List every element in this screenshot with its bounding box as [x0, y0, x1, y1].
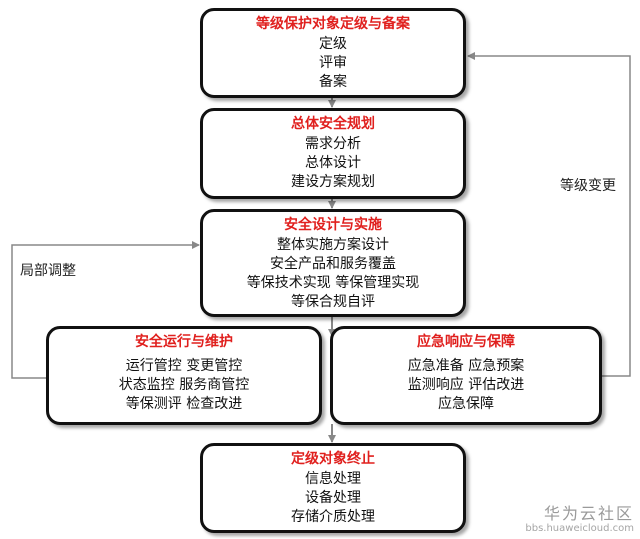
box-overall-planning: 总体安全规划 需求分析 总体设计 建设方案规划	[200, 108, 466, 199]
box-design-implementation-line: 等保合规自评	[291, 294, 375, 310]
box-object-termination-line: 信息处理	[305, 471, 361, 487]
label-local-adjustment: 局部调整	[20, 263, 76, 279]
box-design-implementation-line: 安全产品和服务覆盖	[270, 256, 396, 272]
loop-level-change	[467, 52, 631, 377]
box-design-implementation-title: 安全设计与实施	[284, 217, 382, 233]
box-object-termination-title: 定级对象终止	[291, 451, 375, 467]
box-grading-filing-line: 评审	[319, 55, 347, 71]
box-object-termination-line: 存储介质处理	[291, 509, 375, 525]
box-emergency-response-line: 应急保障	[438, 396, 494, 412]
box-operation-maintenance-line: 运行管控 变更管控	[125, 358, 243, 374]
box-overall-planning-line: 建设方案规划	[291, 174, 375, 190]
box-design-implementation-line: 等保技术实现 等保管理实现	[246, 275, 420, 291]
box-operation-maintenance: 安全运行与维护 运行管控 变更管控 状态监控 服务商管控 等保测评 检查改进	[46, 326, 322, 425]
box-object-termination: 定级对象终止 信息处理 设备处理 存储介质处理	[200, 443, 466, 533]
box-operation-maintenance-line: 状态监控 服务商管控	[118, 377, 250, 393]
box-grading-filing-title: 等级保护对象定级与备案	[256, 16, 410, 32]
box-operation-maintenance-title: 安全运行与维护	[135, 334, 233, 350]
box-emergency-response-line: 监测响应 评估改进	[407, 377, 525, 393]
box-emergency-response-line: 应急准备 应急预案	[407, 358, 525, 374]
watermark-url: bbs.huaweicloud.com	[525, 523, 634, 534]
box-emergency-response: 应急响应与保障 应急准备 应急预案 监测响应 评估改进 应急保障	[330, 326, 602, 425]
box-design-implementation-line: 整体实施方案设计	[277, 237, 389, 253]
box-grading-filing: 等级保护对象定级与备案 定级 评审 备案	[200, 8, 466, 98]
box-grading-filing-line: 备案	[319, 74, 347, 90]
box-emergency-response-title: 应急响应与保障	[417, 334, 515, 350]
label-level-change: 等级变更	[560, 178, 616, 194]
box-operation-maintenance-line: 等保测评 检查改进	[125, 396, 243, 412]
box-overall-planning-line: 总体设计	[305, 155, 361, 171]
loop-local-adjustment	[11, 241, 200, 379]
box-overall-planning-title: 总体安全规划	[291, 116, 375, 132]
watermark: 华为云社区 bbs.huaweicloud.com	[525, 505, 634, 535]
box-overall-planning-line: 需求分析	[305, 136, 361, 152]
box-design-implementation: 安全设计与实施 整体实施方案设计 安全产品和服务覆盖 等保技术实现 等保管理实现…	[200, 209, 466, 317]
box-object-termination-line: 设备处理	[305, 490, 361, 506]
watermark-text: 华为云社区	[543, 504, 634, 523]
box-grading-filing-line: 定级	[319, 36, 347, 52]
